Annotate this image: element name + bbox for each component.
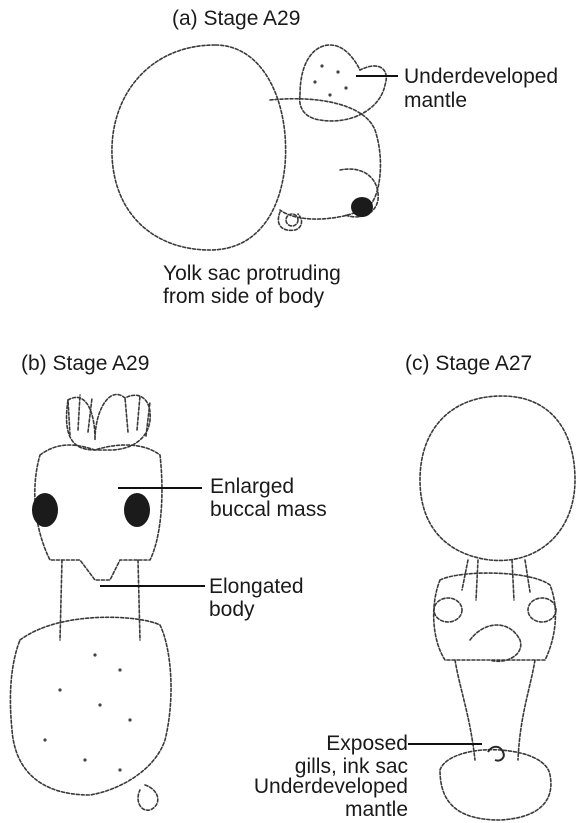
panel-a-mantle-label-line1: Underdeveloped — [404, 64, 558, 89]
right-eye-b — [124, 493, 150, 527]
embryo-b-illustration — [10, 394, 171, 810]
panel-c-mantle-label-line2: mantle — [345, 797, 408, 822]
panel-a-mantle-label-line2: mantle — [404, 88, 467, 113]
arms-b — [68, 395, 150, 436]
embryo-c-illustration — [420, 396, 575, 820]
panel-b-body-label-line1: Elongated — [209, 574, 304, 599]
embryo-a-illustration — [112, 45, 386, 250]
right-eye-c — [528, 598, 556, 622]
panel-c-title: (c) Stage A27 — [405, 351, 532, 376]
arms-c — [462, 560, 530, 600]
panel-a-yolk-label-line1: Yolk sac protruding — [163, 261, 341, 286]
left-eye-c — [434, 598, 462, 622]
mantle-a — [300, 45, 387, 121]
body-b — [60, 560, 140, 640]
yolk-sac-a — [112, 45, 286, 250]
panel-a-title: (a) Stage A29 — [172, 6, 300, 31]
funnel-c — [470, 625, 521, 661]
panel-c-mantle-label-line1: Underdeveloped — [254, 774, 408, 799]
panel-a-yolk-label-line2: from side of body — [163, 284, 324, 309]
panel-c-gills-label-line1: Exposed — [326, 731, 408, 756]
mantle-b — [10, 617, 171, 795]
panel-b-title: (b) Stage A29 — [21, 351, 149, 376]
panel-b-buccal-label-line2: buccal mass — [210, 497, 327, 522]
gills-ink-sac-c — [488, 747, 504, 761]
tail-fin-b — [138, 785, 158, 810]
panel-b-buccal-label-line1: Enlarged — [210, 474, 294, 499]
left-eye-b — [32, 493, 58, 527]
yolk-sac-c — [420, 396, 575, 560]
panel-b-body-label-line2: body — [209, 597, 255, 622]
eye-a — [351, 197, 373, 217]
head-c — [434, 573, 556, 660]
